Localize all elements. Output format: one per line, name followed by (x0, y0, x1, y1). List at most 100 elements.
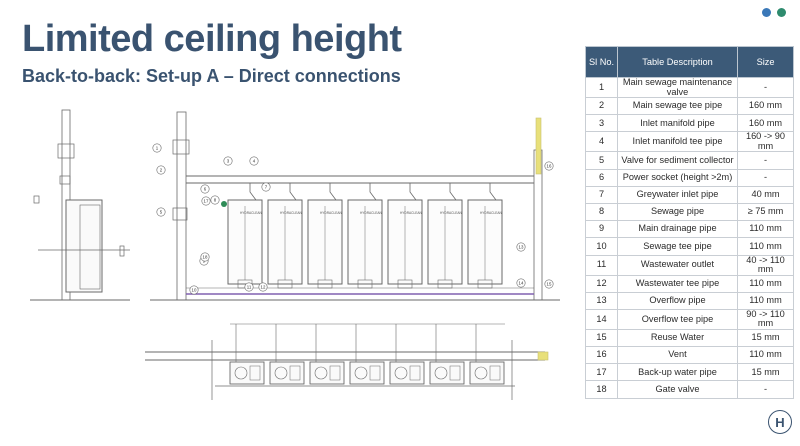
callout-label: 7 (265, 185, 268, 190)
callout-circle (223, 156, 233, 166)
callout-circle (201, 196, 211, 206)
unit-inlet-pipe (289, 183, 297, 201)
callout-label: 11 (247, 285, 252, 290)
callout-circle (189, 285, 199, 295)
cell-no: 18 (585, 380, 618, 399)
side-end-cap (119, 245, 125, 257)
cell-no: 7 (585, 185, 618, 204)
unit-inlet-pipe (249, 183, 257, 201)
cell-size: - (737, 77, 794, 98)
callout-circle (200, 252, 210, 262)
cell-size: 160 -> 90 mm (737, 131, 794, 153)
callout-circle (258, 282, 268, 292)
cell-desc: Sewage pipe (617, 202, 738, 222)
cell-desc: Vent (617, 346, 738, 365)
callout-circle (544, 161, 554, 171)
cell-no: 4 (585, 131, 618, 153)
cell-size: - (737, 151, 794, 170)
side-unit-body (65, 199, 103, 293)
cell-size: 40 -> 110 mm (737, 254, 794, 276)
unit-base (437, 279, 453, 289)
decor-dot (762, 8, 771, 17)
callout-label: 5 (160, 210, 163, 215)
cell-size: 15 mm (737, 328, 794, 348)
cell-desc: Gate valve (617, 380, 738, 399)
callout-label: 2 (160, 168, 163, 173)
unit-brand-label: HYDRACLEAN (400, 211, 422, 215)
cell-size: 90 -> 110 mm (737, 308, 794, 330)
callout-circle (200, 184, 210, 194)
callout-label: 12 (261, 285, 266, 290)
main-valve (172, 139, 190, 155)
plan-unit-tank (289, 365, 301, 381)
cell-desc: Valve for sediment collector (617, 151, 738, 170)
cell-size: 160 mm (737, 96, 794, 116)
cell-no: 16 (585, 346, 618, 365)
brand-logo: H (768, 410, 792, 434)
callout-circle (152, 143, 162, 153)
cell-size: 110 mm (737, 220, 794, 239)
callout-label: 15 (547, 282, 552, 287)
unit-base (477, 279, 493, 289)
unit-brand-label: HYDRACLEAN (480, 211, 502, 215)
cell-size: 160 mm (737, 114, 794, 133)
side-socket (33, 195, 40, 204)
cell-size: 40 mm (737, 185, 794, 204)
callout-label: 18 (203, 255, 208, 260)
page-subtitle: Back-to-back: Set-up A – Direct connecti… (22, 66, 401, 86)
cell-size: - (737, 168, 794, 187)
callout-label: 17 (204, 199, 209, 204)
cell-desc: Overflow tee pipe (617, 308, 738, 330)
cell-no: 17 (585, 363, 618, 382)
unit-inlet-pipe (489, 183, 497, 201)
callout-label: 3 (227, 159, 230, 164)
cell-desc: Main drainage pipe (617, 220, 738, 239)
cell-size: - (737, 380, 794, 399)
callout-label: 14 (519, 281, 524, 286)
cell-size: 110 mm (737, 346, 794, 365)
cell-desc: Wastewater outlet (617, 254, 738, 276)
cell-desc: Inlet manifold tee pipe (617, 131, 738, 153)
cell-no: 10 (585, 237, 618, 256)
callout-label: 16 (547, 164, 552, 169)
unit-base (317, 279, 333, 289)
cell-no: 13 (585, 291, 618, 310)
cell-size: 110 mm (737, 291, 794, 310)
plan-unit-tank (489, 365, 501, 381)
unit-brand-label: HYDRACLEAN (280, 211, 302, 215)
unit-base (277, 279, 293, 289)
unit-brand-label: HYDRACLEAN (440, 211, 462, 215)
unit-base (357, 279, 373, 289)
plan-unit-tank (249, 365, 261, 381)
sediment-valve (172, 207, 188, 221)
plan-vent (537, 351, 549, 361)
decor-dots (762, 8, 786, 17)
callout-label: 8 (214, 198, 217, 203)
cell-desc: Reuse Water (617, 328, 738, 348)
cell-no: 5 (585, 151, 618, 170)
plan-unit-pump (474, 366, 488, 380)
callout-label: 13 (519, 245, 524, 250)
decor-dot (777, 8, 786, 17)
plan-unit-pump (434, 366, 448, 380)
vent-pipe (535, 117, 542, 175)
callout-circle (544, 279, 554, 289)
unit-brand-label: HYDRACLEAN (240, 211, 262, 215)
cell-size: 110 mm (737, 237, 794, 256)
plan-unit-pump (234, 366, 248, 380)
